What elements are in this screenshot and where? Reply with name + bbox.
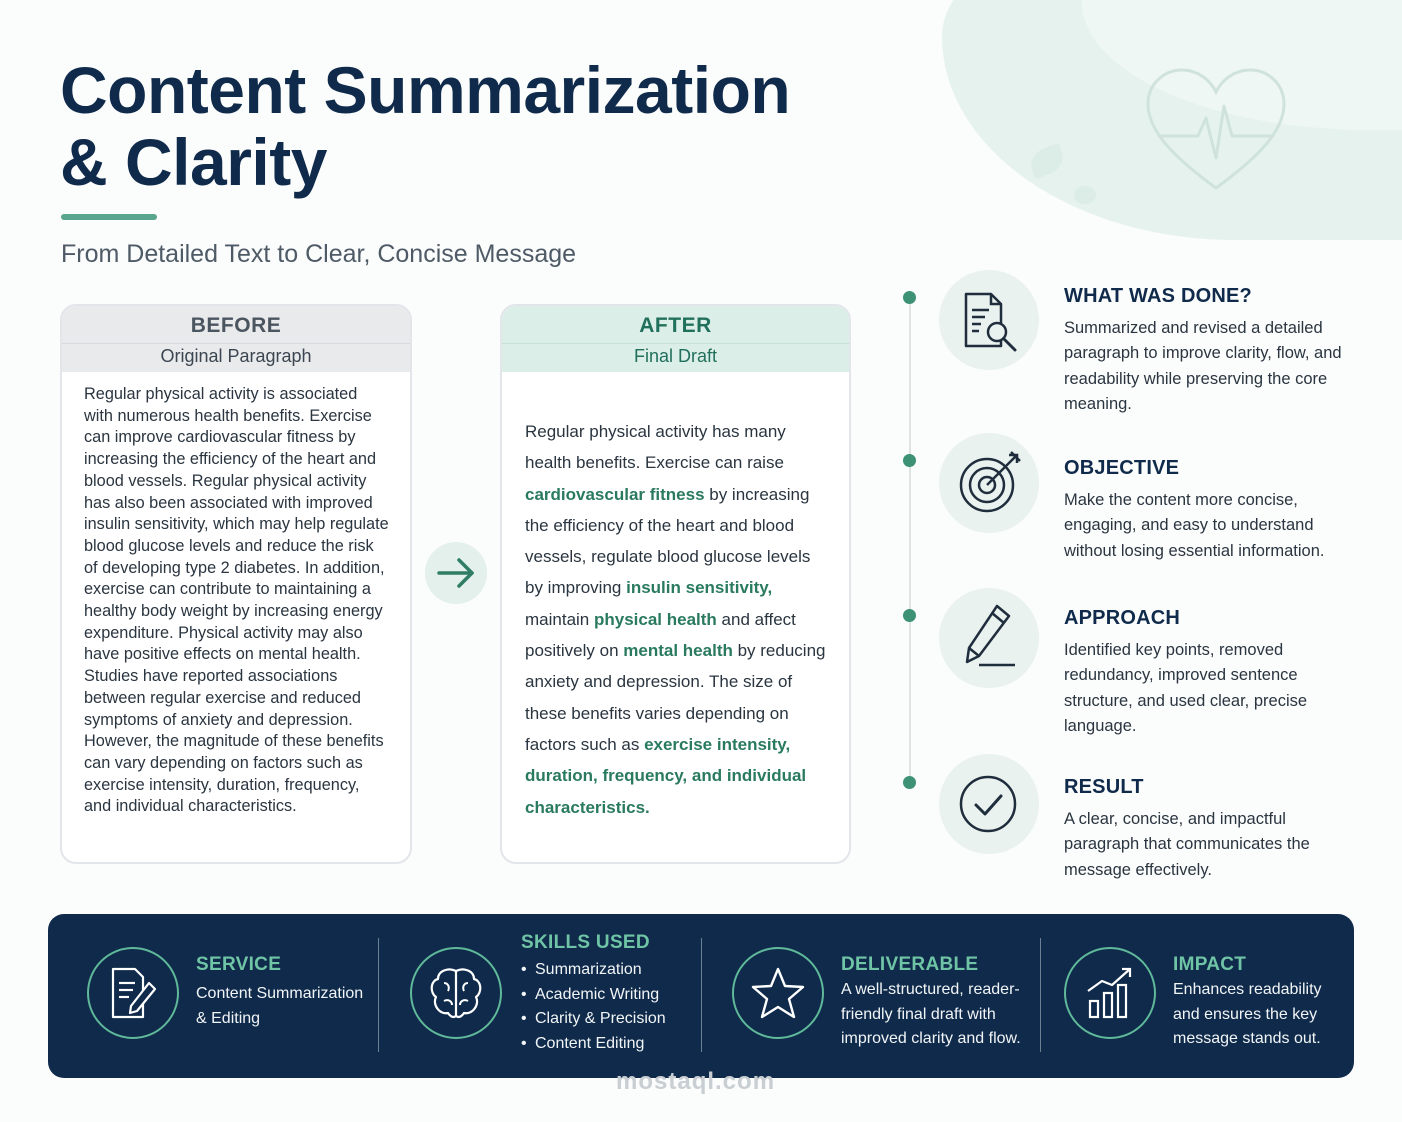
bar-divider	[1040, 938, 1041, 1052]
header-divider	[62, 343, 410, 344]
deliverable-title: DELIVERABLE	[841, 954, 979, 975]
brain-icon	[410, 947, 502, 1039]
page-subtitle: From Detailed Text to Clear, Concise Mes…	[61, 240, 577, 268]
skills-section: SKILLS USED Summarization Academic Writi…	[521, 932, 666, 1056]
timeline-dot	[903, 609, 916, 622]
before-card-header: BEFORE Original Paragraph	[62, 306, 410, 372]
pencil-icon	[939, 588, 1039, 688]
detail-what-was-done: WHAT WAS DONE? Summarized and revised a …	[1064, 285, 1364, 417]
skill-item: Content Editing	[521, 1032, 666, 1057]
deliverable-text: A well-structured, reader-friendly final…	[841, 981, 1021, 1047]
highlight-term: mental health	[623, 641, 733, 661]
header-divider	[502, 343, 849, 344]
target-icon	[939, 433, 1039, 533]
before-sublabel: Original Paragraph	[160, 346, 312, 366]
watermark: mostaql.com	[616, 1068, 776, 1095]
timeline-dot	[903, 291, 916, 304]
skills-list: Summarization Academic Writing Clarity &…	[521, 958, 666, 1056]
after-label: AFTER	[639, 314, 712, 337]
service-section: SERVICE Content Summarization& Editing	[196, 954, 363, 1031]
skill-item: Summarization	[521, 958, 666, 983]
after-sublabel: Final Draft	[633, 346, 718, 366]
after-card: AFTER Final Draft Regular physical activ…	[500, 304, 851, 864]
detail-title: OBJECTIVE	[1064, 457, 1180, 479]
skill-item: Academic Writing	[521, 983, 666, 1008]
detail-approach: APPROACH Identified key points, removed …	[1064, 607, 1364, 739]
star-icon	[732, 947, 824, 1039]
highlight-term: insulin sensitivity,	[626, 578, 773, 598]
document-edit-icon	[87, 947, 179, 1039]
detail-text: Make the content more concise, engaging,…	[1064, 491, 1325, 560]
skills-title: SKILLS USED	[521, 932, 650, 953]
detail-title: RESULT	[1064, 776, 1144, 798]
timeline-line	[909, 298, 911, 784]
detail-text: Summarized and revised a detailed paragr…	[1064, 319, 1342, 413]
impact-title: IMPACT	[1173, 954, 1247, 975]
final-draft-paragraph: Regular physical activity has many healt…	[525, 422, 826, 817]
page-title: Content Summarization & Clarity	[60, 53, 791, 199]
skill-item: Clarity & Precision	[521, 1007, 666, 1032]
detail-text: Identified key points, removed redundanc…	[1064, 641, 1308, 735]
heart-pulse-icon	[1146, 68, 1286, 190]
detail-objective: OBJECTIVE Make the content more concise,…	[1064, 457, 1364, 564]
after-card-header: AFTER Final Draft	[502, 306, 849, 372]
original-paragraph: Regular physical activity is associated …	[84, 385, 389, 816]
check-circle-icon	[939, 754, 1039, 854]
service-text: Content Summarization& Editing	[196, 985, 364, 1027]
document-search-icon	[939, 270, 1039, 370]
bar-divider	[701, 938, 702, 1052]
highlight-term: physical health	[593, 609, 717, 629]
detail-text: A clear, concise, and impactful paragrap…	[1064, 810, 1310, 879]
bar-divider	[378, 938, 379, 1052]
detail-result: RESULT A clear, concise, and impactful p…	[1064, 776, 1364, 883]
title-underline	[61, 214, 157, 220]
timeline-dot	[903, 454, 916, 467]
service-title: SERVICE	[196, 954, 282, 975]
detail-title: WHAT WAS DONE?	[1064, 285, 1252, 307]
timeline-dot	[903, 776, 916, 789]
detail-title: APPROACH	[1064, 607, 1181, 629]
growth-chart-icon	[1064, 947, 1156, 1039]
highlight-term: exercise intensity, duration, frequency,…	[525, 734, 807, 817]
deliverable-section: DELIVERABLE A well-structured, reader-fr…	[841, 954, 1021, 1052]
arrow-right-icon	[425, 542, 487, 604]
before-label: BEFORE	[190, 314, 282, 337]
decorative-dot	[1074, 186, 1096, 204]
before-card: BEFORE Original Paragraph Regular physic…	[60, 304, 412, 864]
highlight-term: cardiovascular fitness	[525, 484, 705, 504]
